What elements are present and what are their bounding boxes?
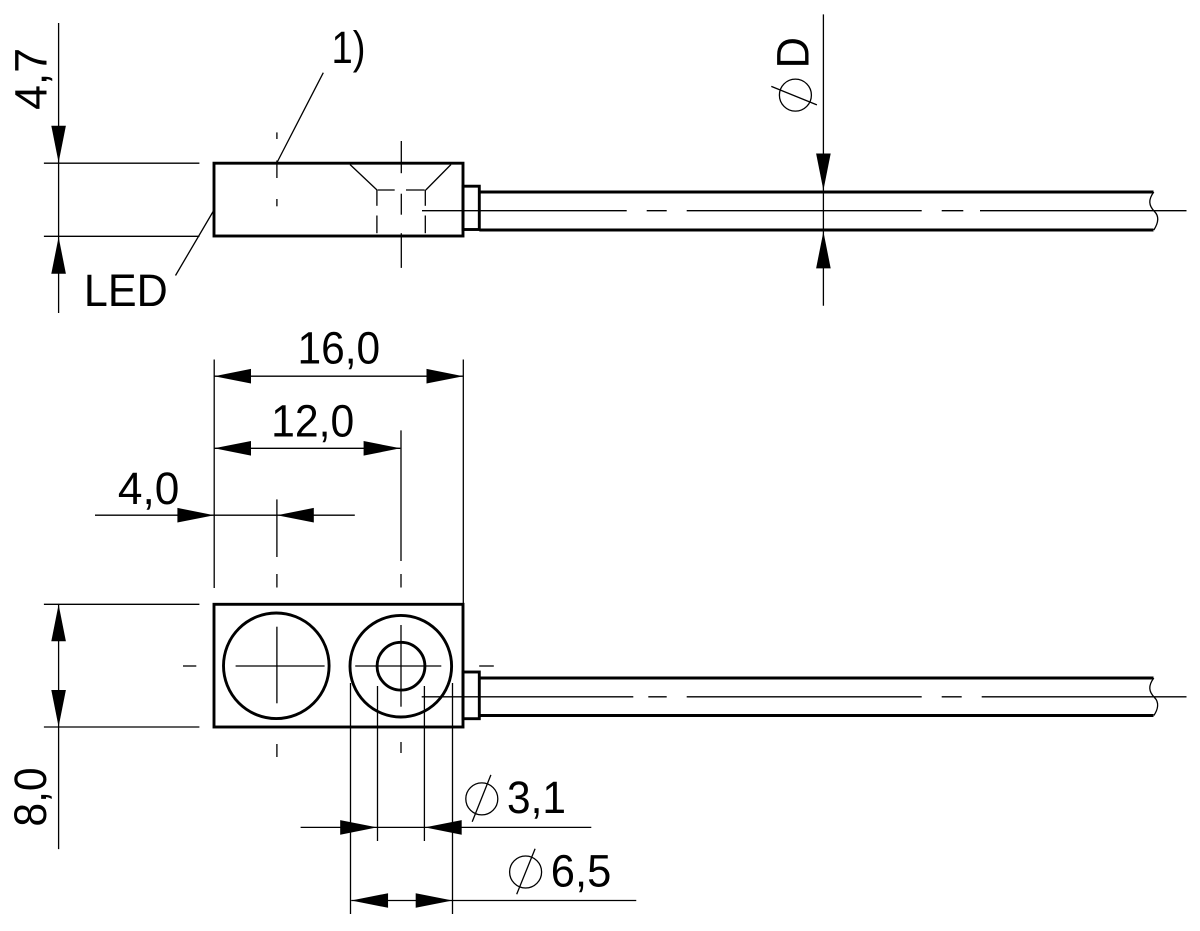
svg-text:6,5: 6,5: [551, 846, 612, 897]
svg-text:D: D: [767, 37, 818, 69]
svg-text:12,0: 12,0: [271, 396, 354, 447]
svg-text:4,0: 4,0: [118, 463, 179, 514]
svg-text:3,1: 3,1: [507, 772, 566, 823]
svg-text:8,0: 8,0: [5, 767, 56, 826]
svg-text:1): 1): [332, 22, 366, 73]
svg-text:16,0: 16,0: [298, 323, 381, 374]
svg-text:LED: LED: [84, 265, 168, 316]
svg-text:4,7: 4,7: [5, 48, 56, 110]
